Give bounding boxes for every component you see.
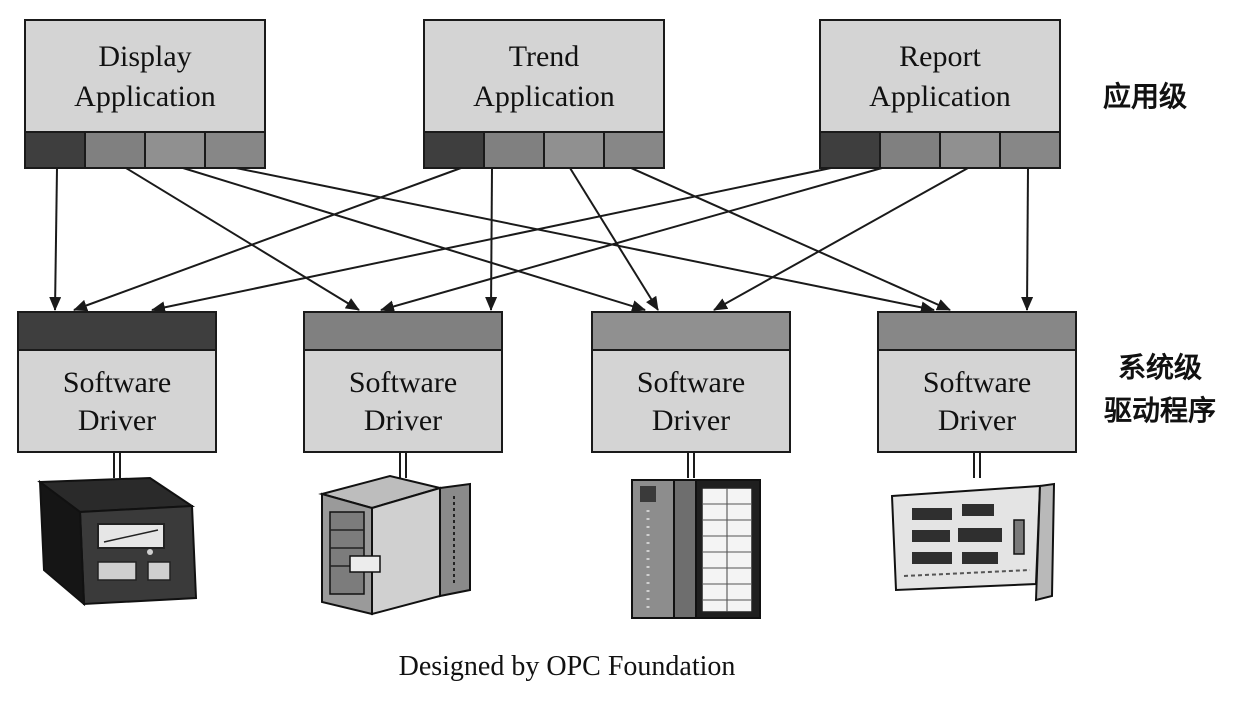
- driver-title-line2: Driver: [78, 404, 156, 437]
- report-application-box: Report Application: [819, 19, 1061, 169]
- driver-title-line1: Software: [637, 366, 745, 399]
- app-port-1: [423, 131, 485, 169]
- diagram-caption: Designed by OPC Foundation: [399, 651, 736, 682]
- plc-module-device: [318, 474, 471, 616]
- software-driver-box-1: Software Driver: [17, 311, 217, 453]
- app-port-2: [84, 131, 146, 169]
- driver-program-label: 驱动程序: [1104, 394, 1216, 427]
- connection-arrow: [380, 167, 883, 313]
- connection-arrows: [49, 167, 1034, 314]
- driver-title-line1: Software: [349, 366, 457, 399]
- connection-arrow: [151, 167, 832, 314]
- connection-arrow: [73, 167, 462, 312]
- software-driver-box-2: Software Driver: [303, 311, 503, 453]
- connection-arrow: [1021, 167, 1034, 311]
- driver-port: [17, 311, 217, 351]
- app-port-2: [879, 131, 941, 169]
- app-port-3: [543, 131, 605, 169]
- panel-meter-device: [37, 476, 198, 607]
- app-title-line2: Application: [473, 80, 615, 113]
- trend-application-box: Trend Application: [423, 19, 665, 169]
- driver-port: [303, 311, 503, 351]
- driver-title-line2: Driver: [652, 404, 730, 437]
- io-rack-device: [631, 479, 761, 619]
- app-port-3: [144, 131, 206, 169]
- app-title-line2: Application: [869, 80, 1011, 113]
- driver-port: [877, 311, 1077, 351]
- driver-title-line1: Software: [63, 366, 171, 399]
- app-port-4: [204, 131, 266, 169]
- app-port-1: [819, 131, 881, 169]
- app-port-4: [999, 131, 1061, 169]
- application-level-label: 应用级: [1103, 80, 1187, 113]
- app-title-line2: Application: [74, 80, 216, 113]
- connection-arrow: [182, 167, 646, 312]
- driver-title-line2: Driver: [364, 404, 442, 437]
- app-title-line1: Report: [899, 40, 981, 73]
- driver-port: [591, 311, 791, 351]
- app-title-line1: Trend: [509, 40, 580, 73]
- driver-title-line1: Software: [923, 366, 1031, 399]
- app-port-4: [603, 131, 665, 169]
- interface-card-device: [890, 482, 1056, 602]
- connection-arrow: [49, 167, 62, 311]
- app-port-1: [24, 131, 86, 169]
- software-driver-box-3: Software Driver: [591, 311, 791, 453]
- connection-arrow: [713, 167, 969, 311]
- software-driver-box-4: Software Driver: [877, 311, 1077, 453]
- connection-arrow: [235, 167, 935, 314]
- system-level-label: 系统级: [1118, 351, 1202, 384]
- app-port-2: [483, 131, 545, 169]
- display-application-box: Display Application: [24, 19, 266, 169]
- device-connectors: [113, 452, 981, 478]
- connection-arrow: [630, 167, 951, 311]
- driver-title-line2: Driver: [938, 404, 1016, 437]
- app-port-3: [939, 131, 1001, 169]
- connection-arrow: [125, 167, 360, 311]
- connection-arrow: [569, 167, 659, 311]
- app-title-line1: Display: [98, 40, 191, 73]
